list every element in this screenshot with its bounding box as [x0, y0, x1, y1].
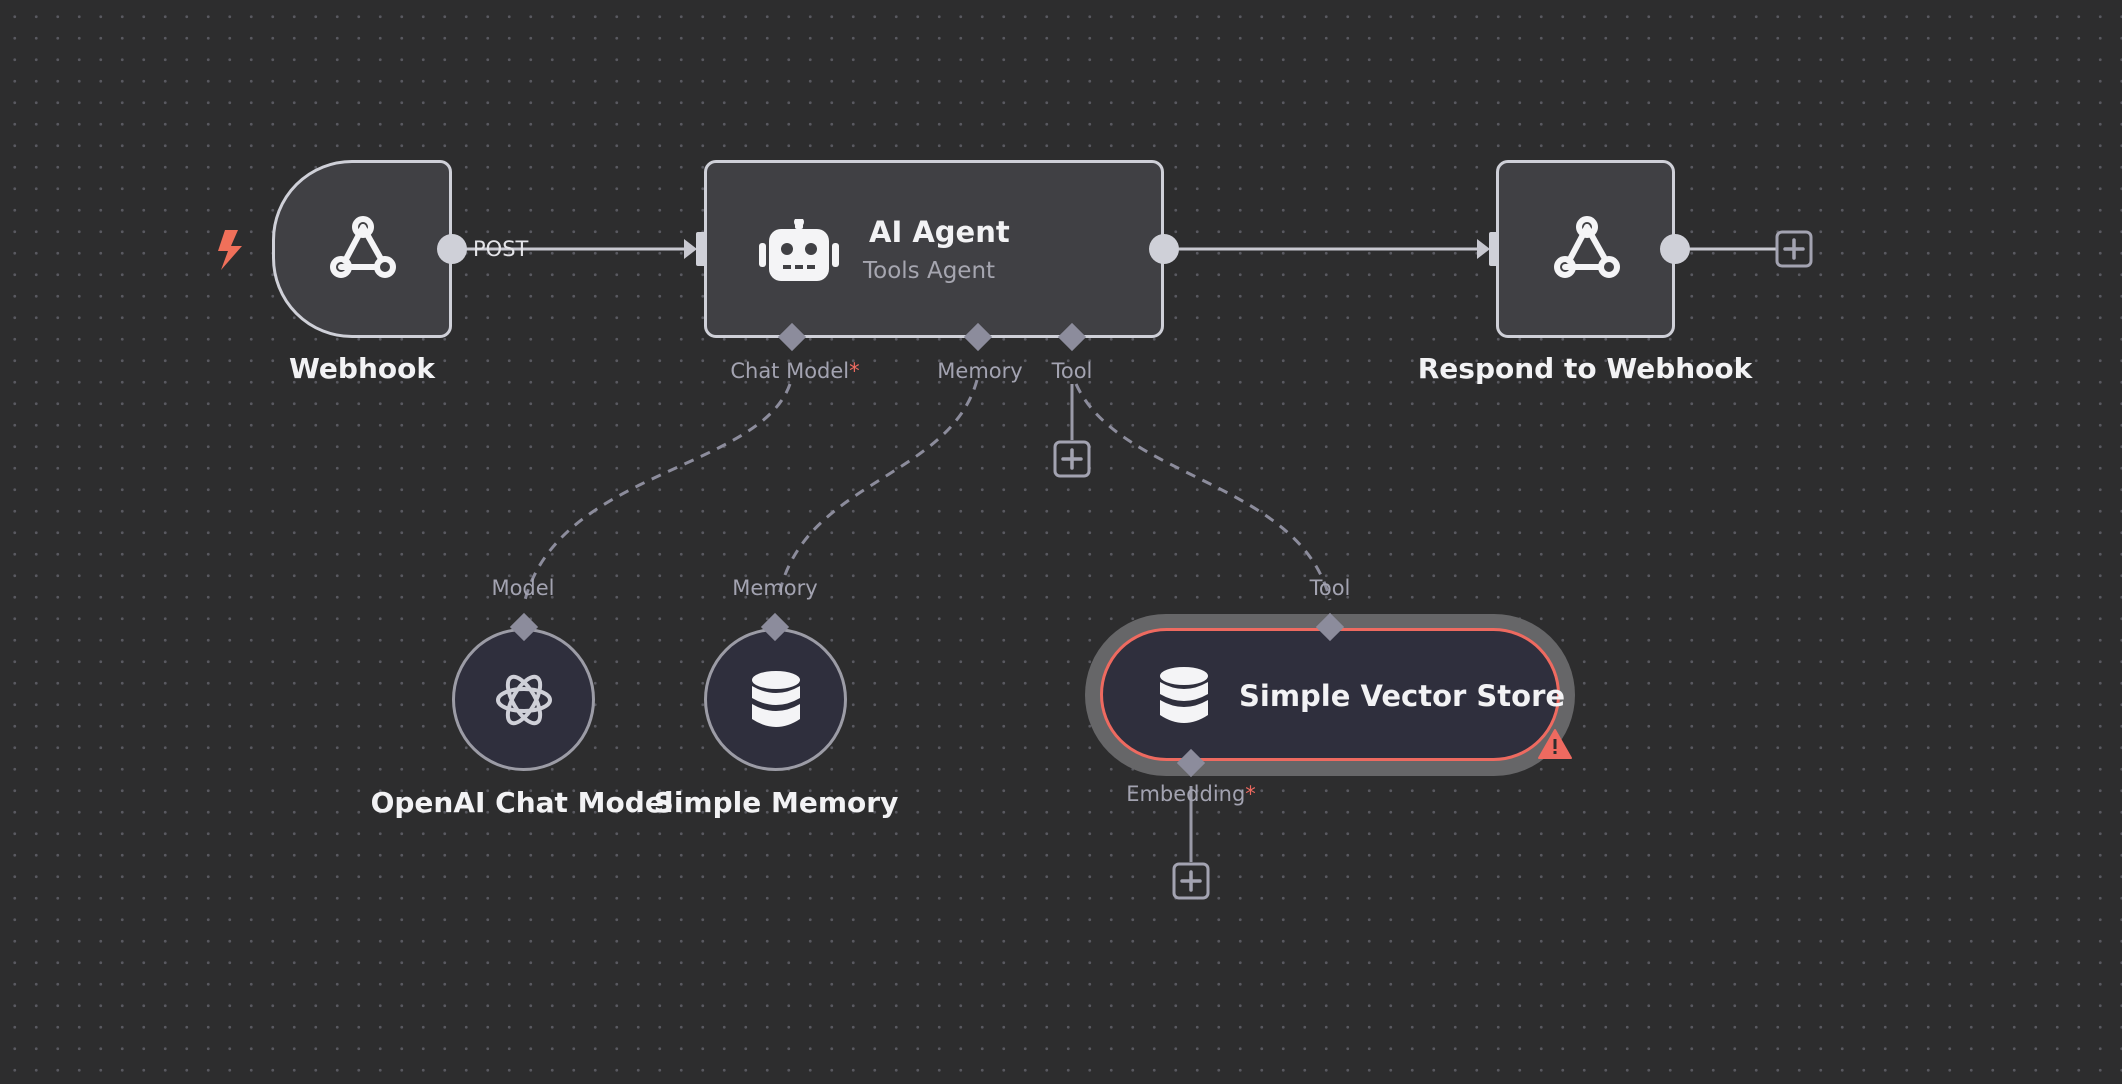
vectorstore-title: Simple Vector Store [1239, 679, 1566, 713]
add-tool-button[interactable] [1053, 440, 1091, 478]
edge-webhook-to-agent[interactable] [452, 239, 697, 259]
respond-to-webhook-node[interactable] [1496, 160, 1675, 338]
openai-model-handle-label: Model [491, 576, 555, 600]
agent-chat-model-label: Chat Model* [730, 359, 860, 383]
edge-vectorstore-to-agent[interactable] [1074, 383, 1332, 601]
memory-label: Simple Memory [653, 786, 899, 819]
database-icon [752, 671, 800, 727]
edge-agent-to-respond[interactable] [1164, 239, 1490, 259]
robot-icon [759, 219, 839, 281]
agent-subtitle: Tools Agent [863, 258, 996, 284]
webhook-label: Webhook [289, 352, 435, 385]
simple-memory-node[interactable] [704, 628, 847, 771]
edge-openai-to-agent[interactable] [523, 383, 792, 601]
database-icon [1160, 667, 1208, 723]
warning-icon[interactable] [1537, 728, 1573, 760]
memory-handle-label: Memory [732, 576, 818, 600]
add-node-button[interactable] [1775, 230, 1813, 268]
respond-label: Respond to Webhook [1417, 352, 1753, 385]
edge-memory-to-agent[interactable] [776, 379, 979, 601]
webhook-output-label: POST [473, 237, 529, 261]
ai-agent-node[interactable]: AI Agent Tools Agent [704, 160, 1164, 338]
openai-chat-model-node[interactable] [452, 628, 595, 771]
respond-output-handle[interactable] [1660, 234, 1690, 264]
agent-tool-label: Tool [1051, 359, 1093, 383]
trigger-bolt-icon [218, 230, 242, 270]
vectorstore-tool-handle-label: Tool [1309, 576, 1351, 600]
openai-label: OpenAI Chat Model [370, 786, 674, 819]
agent-memory-label: Memory [937, 359, 1023, 383]
webhook-icon [1554, 216, 1620, 278]
agent-title: AI Agent [869, 215, 1010, 249]
webhook-output-handle[interactable] [437, 234, 467, 264]
simple-vector-store-node[interactable]: Simple Vector Store [1100, 628, 1565, 761]
add-embedding-button[interactable] [1172, 862, 1210, 900]
agent-output-handle[interactable] [1149, 234, 1179, 264]
openai-icon [496, 674, 552, 726]
webhook-icon [330, 216, 396, 278]
vectorstore-embedding-label: Embedding* [1126, 782, 1256, 806]
webhook-node[interactable] [272, 160, 452, 338]
